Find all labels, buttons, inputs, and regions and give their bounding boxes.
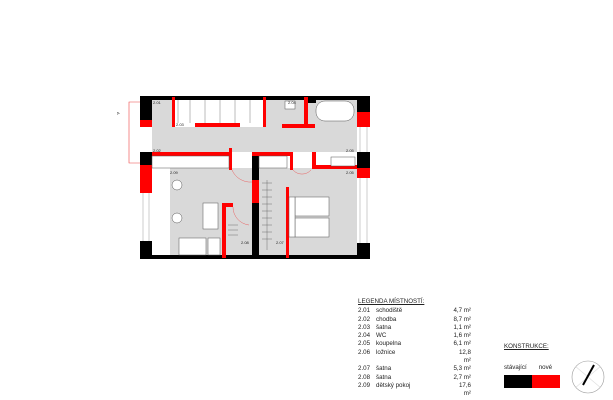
room-code: 2.04 [358, 332, 371, 340]
pouf [171, 179, 183, 191]
existing-label: stávající [504, 364, 527, 371]
room-area: 2,7 m² [453, 373, 471, 381]
new-walls [140, 97, 370, 258]
legend-row: 2.01 schodiště 4,7 m² [358, 307, 471, 315]
room-code: 2.02 [358, 315, 371, 323]
room-area: 8,7 m² [453, 315, 471, 323]
room-label: 2.08 [241, 240, 250, 245]
bed [294, 217, 330, 238]
section-mark: A [116, 112, 121, 115]
bed [294, 196, 330, 217]
existing-swatch [504, 375, 532, 388]
new-label: nové [538, 364, 553, 371]
legend-row: 2.06 ložnice 12,8 m² [358, 349, 471, 366]
legend-row: 2.03 šatna 1,1 m² [358, 324, 471, 332]
room-area: 1,6 m² [453, 332, 471, 340]
room-label: 2.05 [346, 148, 355, 153]
desk [202, 202, 219, 230]
wc [284, 100, 296, 110]
room-name: schodiště [376, 307, 403, 315]
cabinet [258, 155, 288, 169]
dimension-line [128, 101, 140, 164]
bathtub [315, 100, 355, 122]
wardrobe [151, 155, 230, 169]
room-name: chodba [376, 315, 397, 323]
legend-row: 2.08 šatna 2,7 m² [358, 374, 471, 382]
room-code: 2.01 [358, 307, 371, 315]
room-code: 2.03 [358, 323, 371, 331]
existing-walls [140, 96, 370, 259]
legend-row: 2.04 WC 1,6 m² [358, 332, 471, 340]
construction-title: KONSTRUKCE: [504, 343, 549, 350]
room-legend: LEGENDA MÍSTNOSTÍ: 2.01 schodiště 4,7 m² 2… [358, 298, 471, 399]
room-name: dětský pokoj [376, 381, 411, 389]
construction-legend: KONSTRUKCE: stávající nové [504, 343, 560, 388]
new-swatch [532, 375, 560, 388]
room-label: 2.02 [153, 148, 162, 153]
legend-row: 2.02 chodba 8,7 m² [358, 316, 471, 324]
room-area: 4,7 m² [453, 307, 471, 315]
room-code: 2.07 [358, 365, 371, 373]
bed [178, 237, 207, 256]
shelf [207, 237, 221, 256]
legend-row: 2.05 koupelna 6,1 m² [358, 340, 471, 348]
room-label: 2.09 [170, 170, 179, 175]
room-label: 2.05 [346, 170, 355, 175]
wardrobe-rails [177, 100, 272, 250]
legend-row: 2.09 dětský pokoj 17,6 m² [358, 382, 471, 399]
room-name: šatna [376, 323, 392, 331]
room-code: 2.05 [358, 340, 371, 348]
room-label: 2.01 [153, 100, 162, 105]
room-code: 2.06 [358, 348, 371, 356]
room-label: 2.07 [276, 240, 285, 245]
pouf [171, 212, 183, 224]
room-label: 2.04 [288, 100, 297, 105]
room-area: 12,8 m² [458, 348, 471, 365]
room-area: 6,1 m² [453, 340, 471, 348]
room-name: ložnice [376, 348, 396, 356]
room-label: 2.03 [176, 122, 185, 127]
legend-row: 2.07 šatna 5,3 m² [358, 365, 471, 373]
room-code: 2.08 [358, 373, 371, 381]
room-name: koupelna [376, 340, 402, 348]
room-area: 1,1 m² [453, 323, 471, 331]
washbasin [330, 156, 356, 167]
legend-title: LEGENDA MÍSTNOSTÍ: [358, 298, 425, 305]
room-area: 5,3 m² [453, 365, 471, 373]
door-swings [231, 169, 312, 226]
windows [142, 127, 368, 243]
room-name: šatna [376, 373, 392, 381]
room-name: šatna [376, 365, 392, 373]
north-arrow-icon [571, 360, 605, 394]
room-area: 17,6 m² [458, 381, 471, 398]
room-code: 2.09 [358, 381, 371, 389]
nightstand [288, 196, 296, 238]
furniture [151, 100, 356, 256]
room-name: WC [376, 332, 387, 340]
